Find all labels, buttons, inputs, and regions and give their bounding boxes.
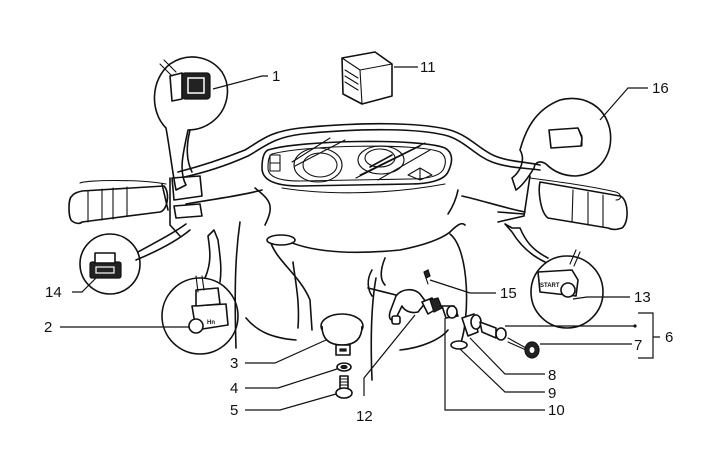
callout-3: 3 xyxy=(230,355,238,372)
leader-lines xyxy=(60,66,660,411)
callout-4: 4 xyxy=(230,380,238,397)
left-grip xyxy=(68,175,203,237)
detail-dimmer-switch xyxy=(153,56,229,191)
relay xyxy=(341,51,393,105)
detail-start-button: START xyxy=(504,223,604,329)
svg-text:Hn: Hn xyxy=(207,320,215,326)
detail-horn-button: Hn xyxy=(161,229,239,355)
callout-5: 5 xyxy=(230,402,238,419)
callout-1: 1 xyxy=(272,68,280,85)
callout-labels: 1 11 16 14 2 3 4 5 12 15 13 6 7 8 9 10 xyxy=(44,59,673,425)
right-grip xyxy=(497,175,628,231)
lower-body xyxy=(234,221,468,381)
callout-15: 15 xyxy=(500,285,517,302)
callout-10: 10 xyxy=(548,402,565,419)
callout-9: 9 xyxy=(548,385,556,402)
detail-turn-signal-switch xyxy=(79,223,191,295)
start-button-text: START xyxy=(540,283,560,289)
callout-6: 6 xyxy=(665,329,673,346)
handlebar-cover xyxy=(177,122,541,226)
callout-14: 14 xyxy=(45,284,62,301)
callout-8: 8 xyxy=(548,367,556,384)
callout-7: 7 xyxy=(634,337,642,354)
callout-12: 12 xyxy=(356,408,373,425)
horn-assembly xyxy=(320,313,364,399)
callout-16: 16 xyxy=(652,80,669,97)
detail-stop-switch xyxy=(511,97,612,191)
callout-2: 2 xyxy=(44,319,52,336)
callout-13: 13 xyxy=(634,289,651,306)
lock-assembly xyxy=(367,269,540,359)
callout-11: 11 xyxy=(420,59,436,76)
